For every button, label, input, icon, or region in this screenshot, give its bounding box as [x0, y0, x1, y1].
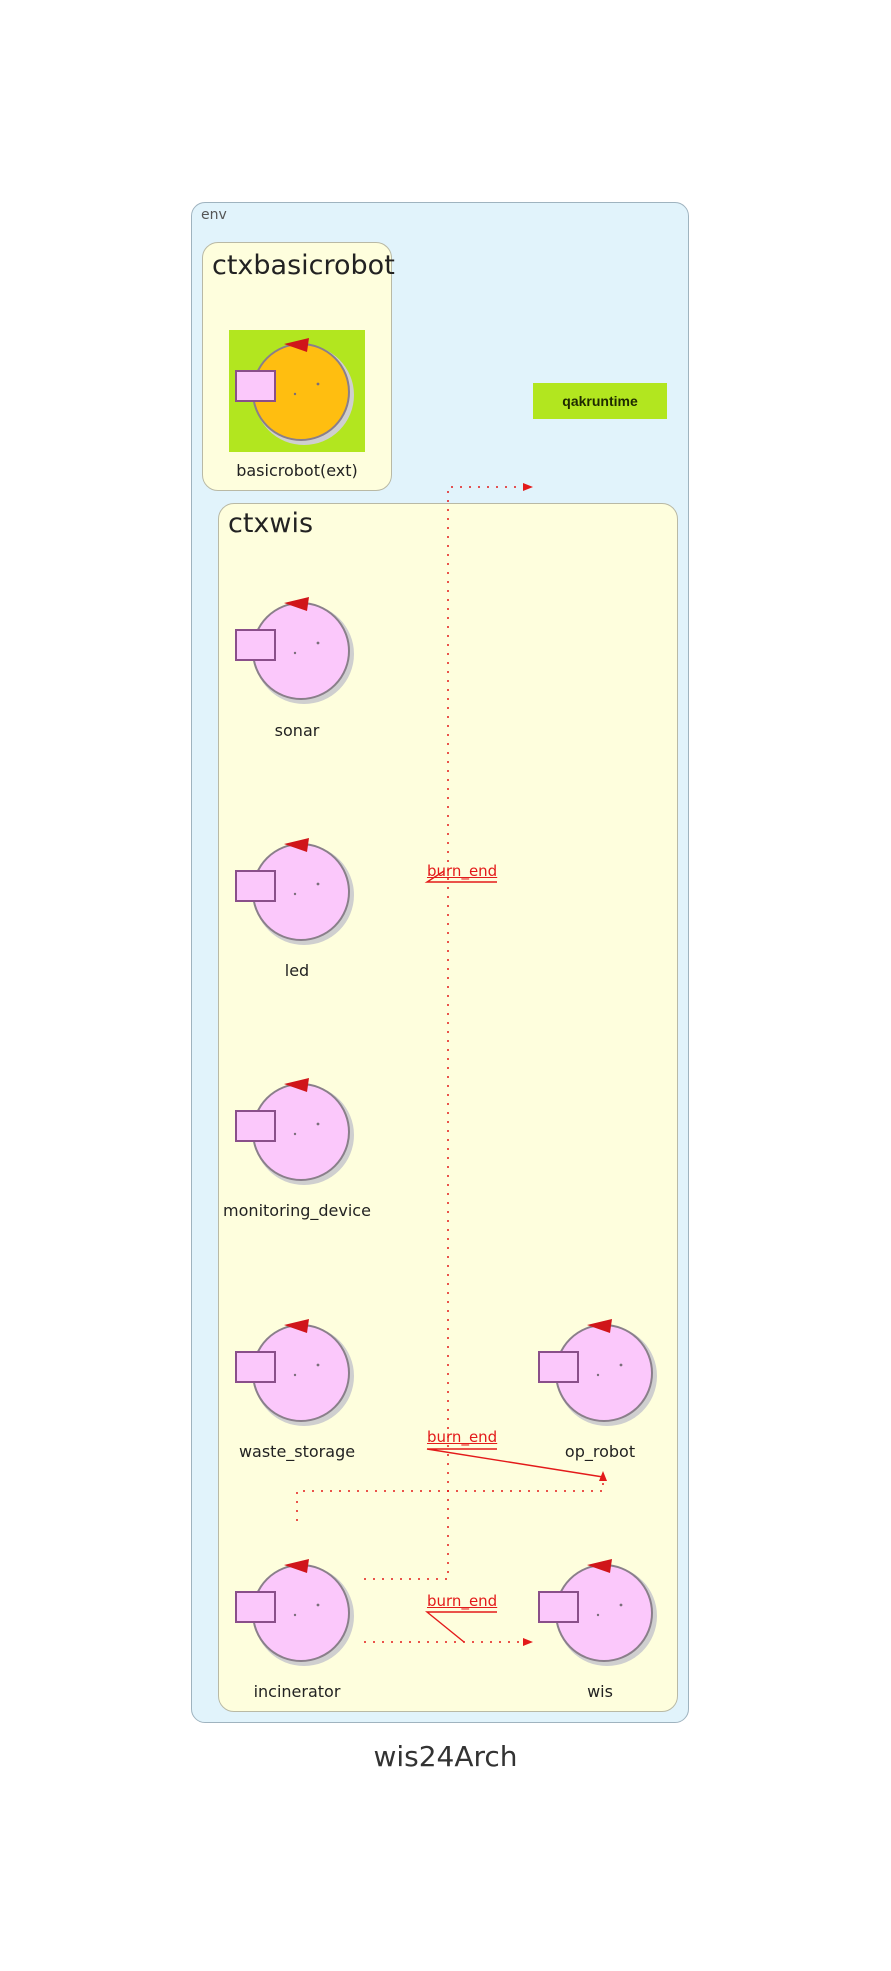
actor-incinerator[interactable]	[229, 1551, 365, 1673]
actor-sonar[interactable]	[229, 589, 365, 711]
diagram-caption: wis24Arch	[373, 1740, 518, 1773]
edge-label-pointer-qakruntime	[424, 870, 497, 883]
actor-label-incinerator: incinerator	[253, 1682, 341, 1701]
actor-basicrobot[interactable]	[229, 330, 365, 452]
actor-led[interactable]	[229, 830, 365, 952]
actor-icon	[229, 1311, 365, 1433]
actor-label-basicrobot: basicrobot(ext)	[236, 461, 358, 480]
actor-op-robot[interactable]	[532, 1311, 668, 1433]
context-title-ctxbasicrobot: ctxbasicrobot	[212, 250, 395, 281]
actor-label-monitoring-device: monitoring_device	[223, 1201, 371, 1220]
edge-label-pointer-op-robot	[426, 1448, 604, 1478]
actor-label-sonar: sonar	[274, 721, 320, 740]
actor-icon	[229, 589, 365, 711]
actor-waste-storage[interactable]	[229, 1311, 365, 1433]
edge-label-burn-end-qakruntime: burn_end	[427, 862, 498, 880]
actor-icon	[532, 1311, 668, 1433]
qakruntime-node[interactable]: qakruntime	[533, 383, 667, 419]
actor-icon	[532, 1551, 668, 1673]
edge-incinerator-to-qakruntime[interactable]	[364, 483, 533, 1580]
actor-label-led: led	[284, 961, 310, 980]
actor-icon	[229, 1551, 365, 1673]
edge-label-burn-end-wis: burn_end	[427, 1592, 498, 1610]
env-label: env	[201, 207, 227, 223]
actor-label-waste-storage: waste_storage	[238, 1442, 356, 1461]
context-title-ctxwis: ctxwis	[228, 508, 314, 539]
edge-label-pointer-wis	[425, 1611, 497, 1643]
actor-label-op-robot: op_robot	[564, 1442, 636, 1461]
actor-icon	[229, 1070, 365, 1192]
actor-monitoring-device[interactable]	[229, 1070, 365, 1192]
actor-wis[interactable]	[532, 1551, 668, 1673]
actor-label-wis: wis	[587, 1682, 613, 1701]
actor-icon	[229, 830, 365, 952]
edge-label-burn-end-op-robot: burn_end	[427, 1428, 498, 1446]
edge-incinerator-to-op-robot[interactable]	[296, 1471, 607, 1521]
actor-icon	[229, 330, 365, 452]
